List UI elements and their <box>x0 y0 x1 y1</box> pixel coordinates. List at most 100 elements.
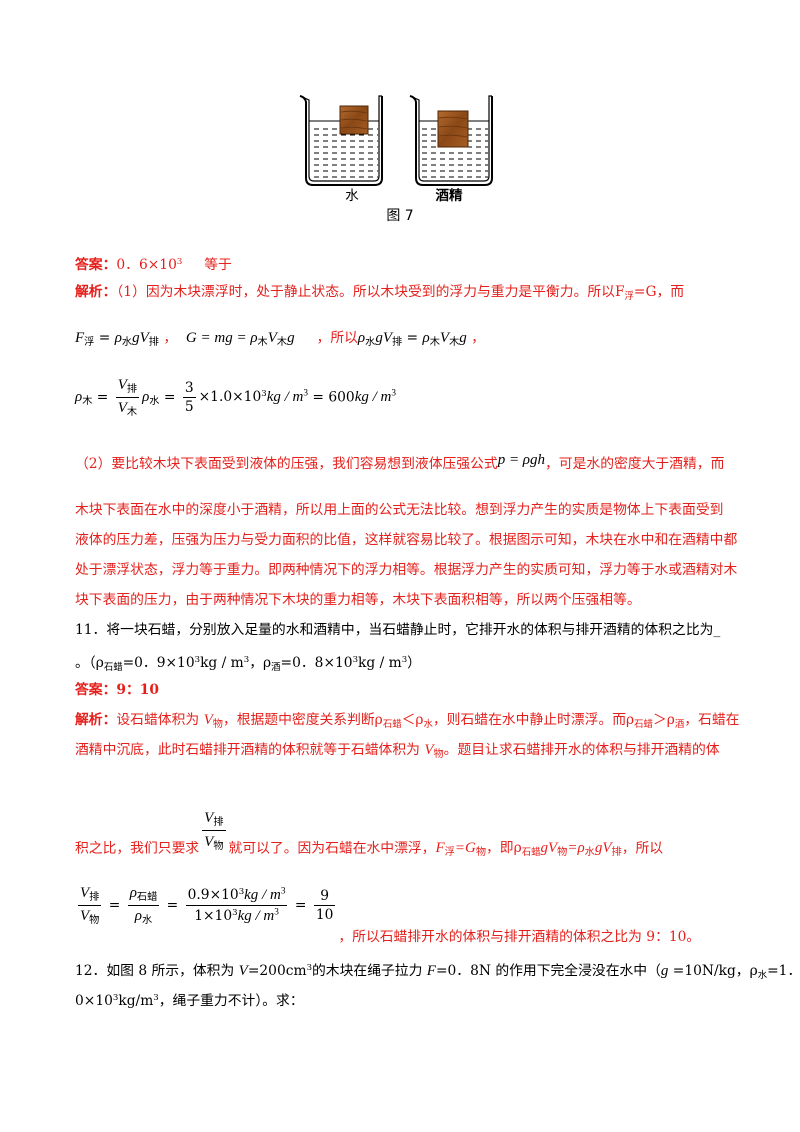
text-run-base: G = mg = <box>185 330 251 346</box>
subscript: 木 <box>429 337 440 349</box>
text-run-base: ρ <box>129 885 137 901</box>
fraction-numerator: ρ石蜡 <box>127 884 160 907</box>
text-run-base: V <box>204 810 214 826</box>
text-run: = <box>159 389 179 405</box>
text-run: = <box>92 389 112 405</box>
text-run: 1×103 <box>194 908 237 924</box>
text-run: V物 <box>204 834 224 853</box>
superscript: 3 <box>238 887 245 898</box>
text-run: ，可是水的密度大于酒精，而 <box>545 456 724 472</box>
text-run-base: ， <box>158 330 186 346</box>
superscript: 3 <box>243 655 250 665</box>
text-run-base: =0．8N 的作用下完全浸没在水中（ <box>435 963 661 980</box>
text-run-base: =10N/kg，ρ <box>668 963 758 980</box>
text-run: 5 <box>185 399 194 415</box>
subscript: 石蜡 <box>634 718 653 730</box>
text-run-base: ） <box>407 655 421 672</box>
text-run-base: =0．8×10 <box>280 655 353 672</box>
text-run: = <box>455 840 465 856</box>
text-run-base: kg / m <box>237 908 275 925</box>
figure-beakers <box>299 95 493 186</box>
text-run: F浮 <box>435 840 455 859</box>
text-run: V排 <box>204 810 224 829</box>
text-run: ，ρ酒 <box>249 655 280 673</box>
text-run: =0．8×103 <box>281 655 358 671</box>
text-run-base: 解析： <box>75 284 117 300</box>
subscript: 水 <box>149 396 160 408</box>
text-run: g <box>287 330 295 346</box>
superscript: 3 <box>280 886 286 897</box>
text-run: ， <box>159 330 186 346</box>
text-run: = <box>104 897 124 913</box>
text-run: V物 <box>80 908 99 926</box>
subscript: 物 <box>433 749 444 761</box>
text-run: kg / m3 <box>355 389 396 406</box>
q10-analysis2-line-5: 块下表面的压力，由于两种情况下木块的重力相等，木块下表面积相等，所以两个压强相等… <box>75 590 641 610</box>
fraction-denominator: V木 <box>116 398 139 419</box>
superscript: 3 <box>153 993 159 1003</box>
text-run-base: ，所以 <box>621 840 664 857</box>
q10-analysis2-line-4: 处于漂浮状态，浮力等于重力。即两种情况下的浮力相等。根据浮力产生的实质可知，浮力… <box>75 560 737 580</box>
text-run-base: ， <box>466 330 485 346</box>
subscript: 排 <box>213 817 224 829</box>
text-run-base: kg / m <box>266 389 304 406</box>
text-run: 。（ρ石蜡 <box>75 655 123 673</box>
subscript: 浮 <box>444 847 455 859</box>
text-run: kg / m3 <box>358 655 407 671</box>
text-run: ρ木 <box>75 389 93 408</box>
q11-answer-line: 答案：9：10 <box>75 680 159 700</box>
text-run-base: ρ <box>75 389 83 406</box>
text-run-base: 0.9×10 <box>187 887 239 904</box>
q10-formula-line-1: F浮 = ρ水gV排 ， G = mg = ρ木V木g ，所以ρ水gV排 = ρ… <box>75 328 485 353</box>
text-run-base: ，绳子重力不计）。求： <box>158 993 304 1010</box>
text-run: 9 <box>320 888 329 904</box>
subscript: 木 <box>82 396 93 408</box>
text-run: gV排 <box>132 330 159 348</box>
text-run: =0．9×103 <box>123 655 200 671</box>
text-run-base: ×1.0×10 <box>198 389 262 406</box>
text-run-base: ＞ρ <box>652 712 675 728</box>
text-run: = <box>290 897 310 913</box>
text-run-base: ρ <box>142 389 150 406</box>
text-run-base: 设石蜡体积为 <box>116 712 204 728</box>
subscript: 排 <box>611 847 622 859</box>
text-run: kg / m3 <box>200 655 249 671</box>
text-run-base: =G，而 <box>633 284 685 300</box>
text-run-base: 块下表面的压力，由于两种情况下木块的重力相等，木块下表面积相等，所以两个压强相等… <box>75 592 641 608</box>
text-run-base: gV <box>132 330 149 346</box>
subscript: 物 <box>213 841 224 853</box>
subscript: 石蜡 <box>136 892 158 904</box>
text-run: V <box>239 963 248 979</box>
text-run: 解析： <box>75 284 116 300</box>
text-run-base: ，可是水的密度大于酒精，而 <box>545 456 725 472</box>
text-run-base: g <box>660 963 669 980</box>
text-run: ρ木 <box>250 330 267 348</box>
text-run-base: ＜ρ <box>401 712 424 728</box>
text-run-base: 液体的压力差，压强为压力与受力面积的比值，这样就容易比较了。根据图示可知，木块在… <box>75 532 738 548</box>
text-run: 答案： <box>75 682 116 698</box>
text-run: G物 <box>465 840 486 858</box>
text-run: 液体的压力差，压强为压力与受力面积的比值，这样就容易比较了。根据图示可知，木块在… <box>75 532 737 548</box>
text-run: 0×103 <box>75 993 118 1009</box>
text-run-base: 9 <box>320 887 329 904</box>
subscript: 石蜡 <box>521 847 541 859</box>
fraction-numerator: V排 <box>202 808 226 832</box>
superscript: 3 <box>352 655 359 665</box>
superscript: 3 <box>306 963 313 973</box>
text-run: 酒精中沉底，此时石蜡排开酒精的体积就等于石蜡体积为 <box>75 742 424 758</box>
beaker-water <box>299 95 383 186</box>
subscript: 水 <box>142 915 153 927</box>
subscript: 水 <box>121 337 133 349</box>
q11-analysis-line-1: 解析：设石蜡体积为 V物，根据题中密度关系判断ρ石蜡＜ρ水，则石蜡在水中静止时漂… <box>75 710 739 735</box>
text-run: 。题目让求石蜡排开水的体积与排开酒精的体 <box>444 742 720 758</box>
text-run: ρ石蜡 <box>129 885 158 904</box>
text-run: ，所以 <box>622 840 663 856</box>
fraction-denominator: 1×103kg / m3 <box>186 906 288 925</box>
text-run: 0．6×103 <box>116 257 182 273</box>
text-run-base: =1． <box>767 963 800 980</box>
text-run: ＞ρ酒 <box>652 712 684 730</box>
